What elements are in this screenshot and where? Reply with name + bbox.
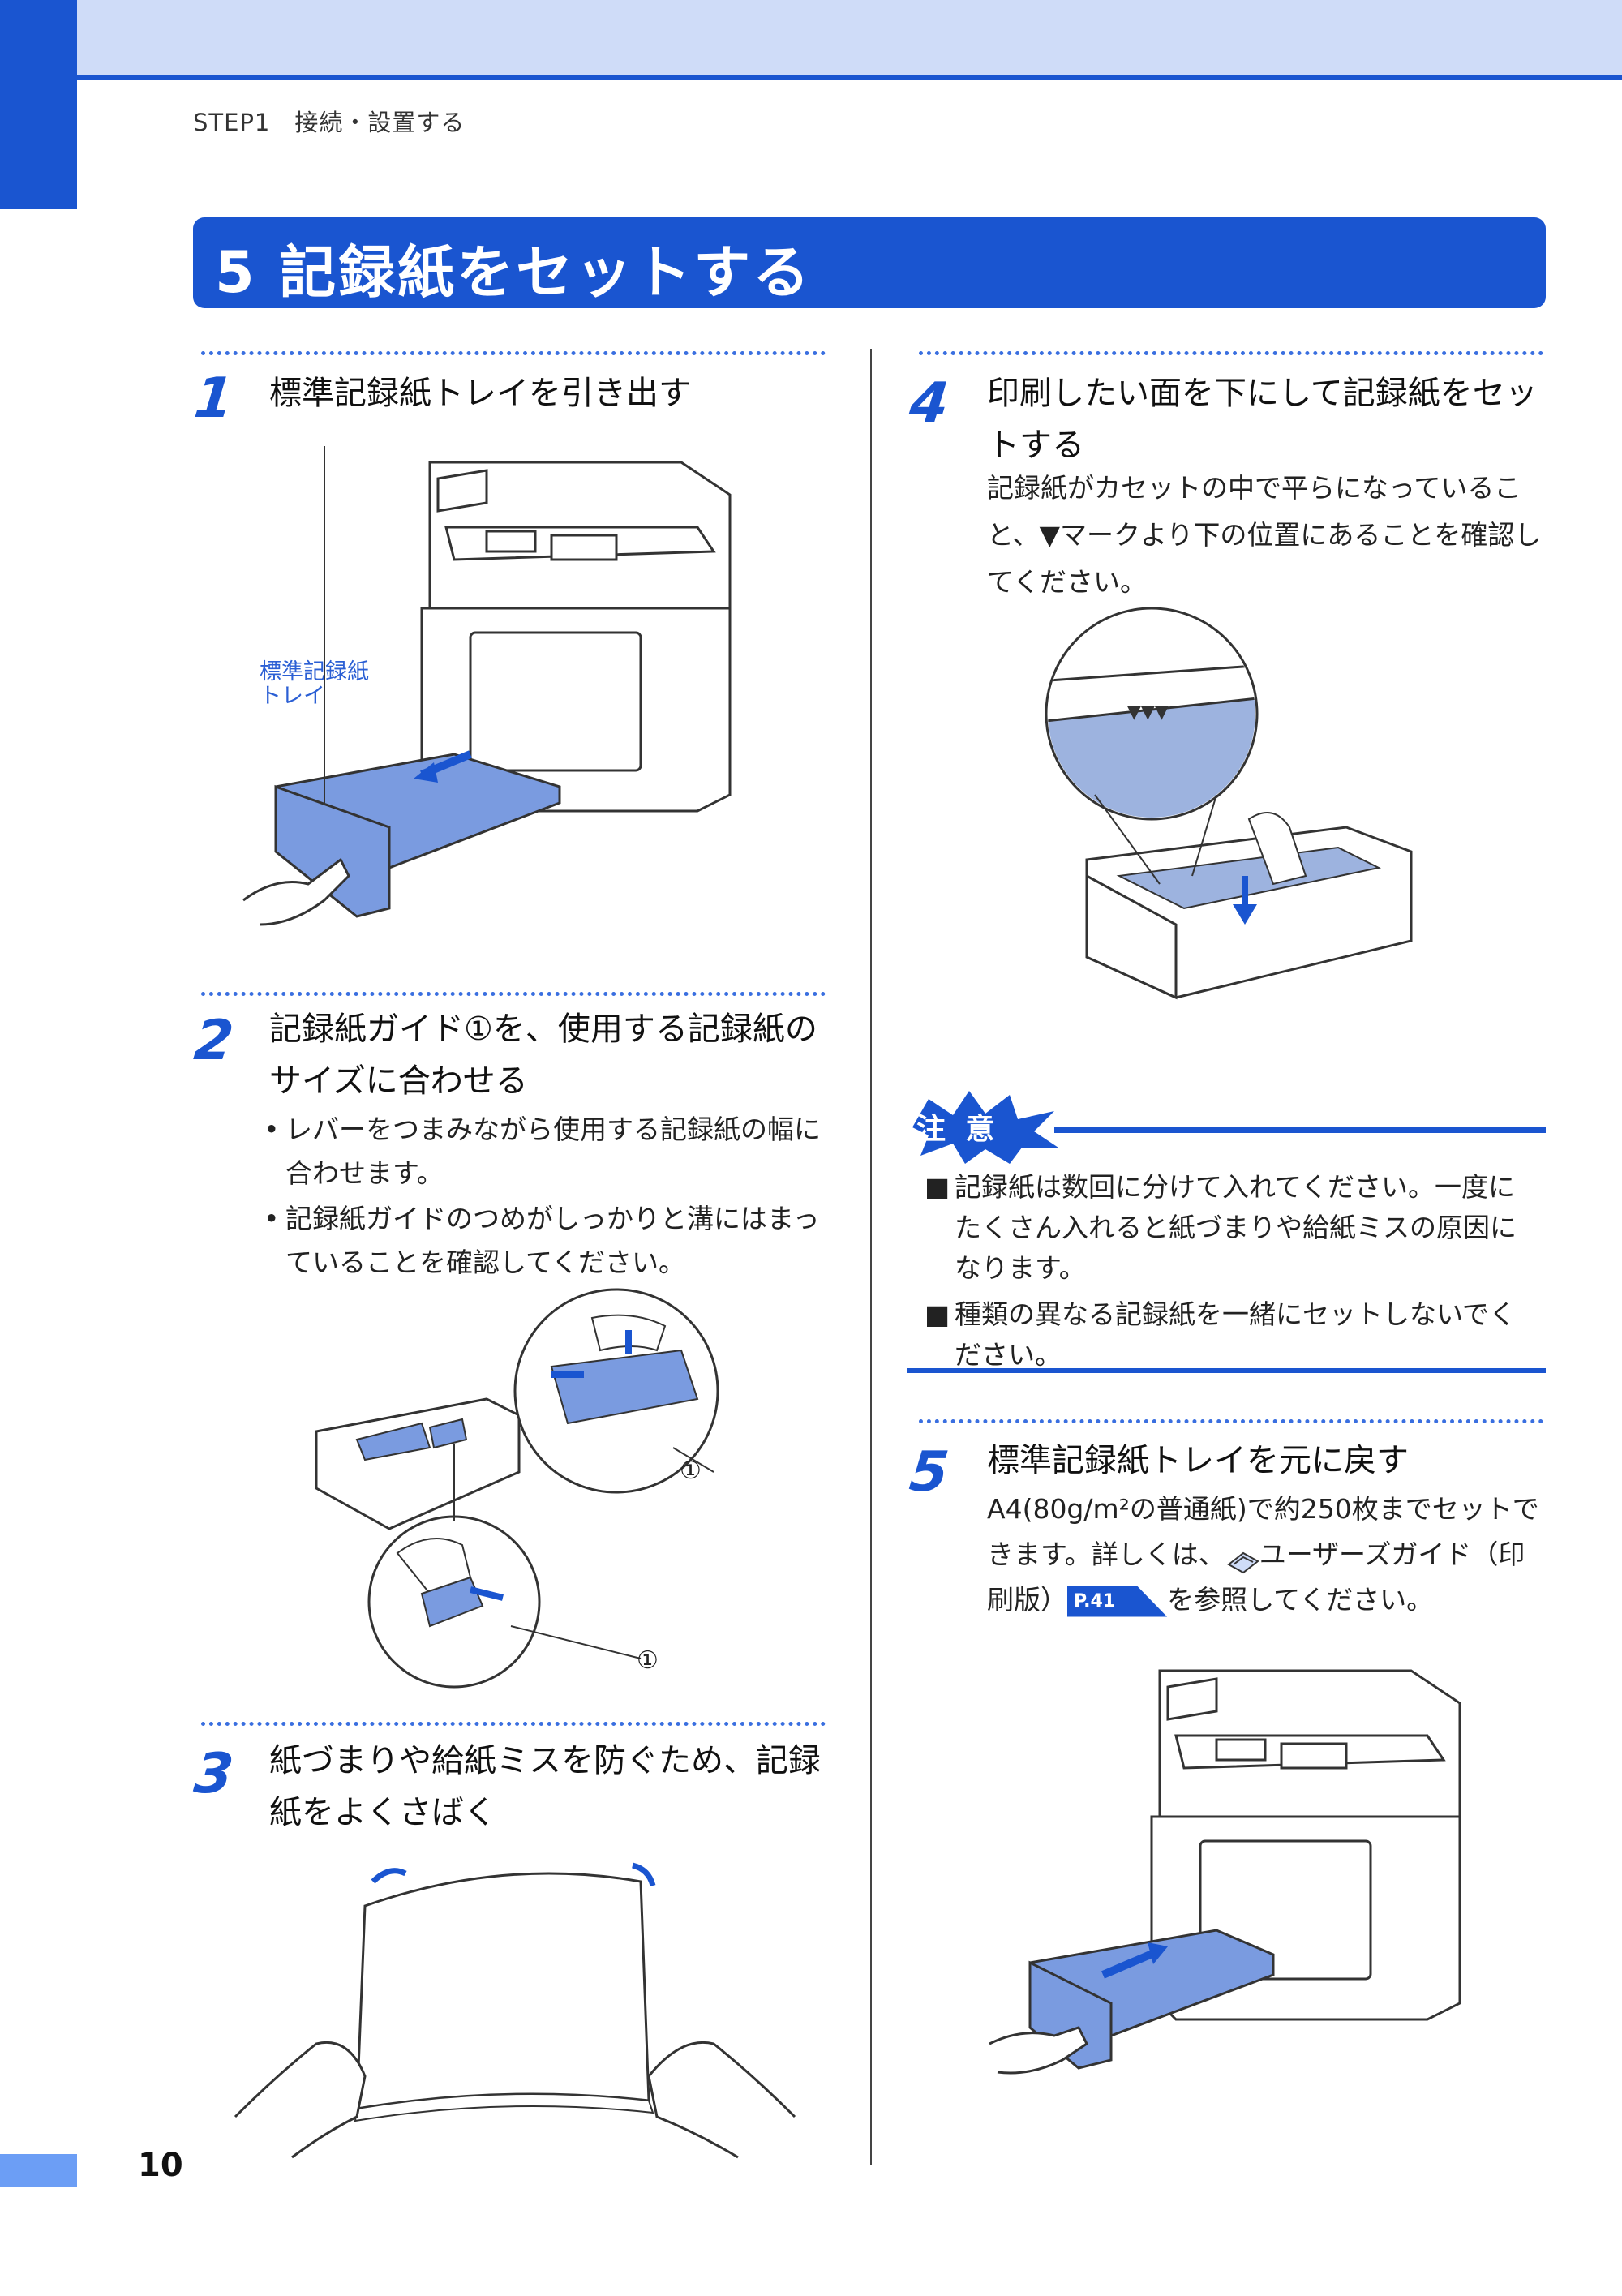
caution-item1-line1: 記録紙は数回に分けて入れてください。一度に [955,1171,1516,1203]
left-tab-marker [0,0,77,209]
step4-dotted-rule [919,351,1543,355]
fan-paper-illustration [234,1862,796,2159]
step4-body-line2: と、▼マークより下の位置にあることを確認し [987,519,1542,551]
caution-item1-line2: たくさん入れると紙づまりや給紙ミスの原因に [955,1212,1517,1243]
step5-dotted-rule [919,1419,1543,1423]
step2-dotted-rule [201,992,826,996]
caution-bottom-rule [907,1368,1546,1373]
step4-body-line3: てください。 [987,566,1148,598]
printer-tray-in-illustration [989,1669,1461,2075]
page-number: 10 [138,2147,183,2184]
user-guide-link-text: ユーザーズガイド（印 [1259,1539,1525,1570]
step1-title: 標準記録紙トレイを引き出す [269,375,691,412]
step5-body-line3b: を参照してください。 [1167,1584,1434,1616]
step3-dotted-rule [201,1722,826,1726]
caution-item2-line2: ださい。 [955,1339,1062,1371]
caution-item2-line1: 種類の異なる記録紙を一緒にセットしないでく [955,1298,1517,1330]
paper-guide-illustration [315,1288,719,1689]
tray-callout-line2: トレイ [260,684,325,709]
step1-dotted-rule [201,351,826,355]
section-title-bar [193,217,1546,308]
step2-bullet2-line1: 記録紙ガイドのつめがしっかりと溝にはまっ [285,1203,820,1234]
load-paper-illustration: ▼▼▼ [1045,607,1413,1000]
step5-body-line3a: 刷版） [987,1584,1067,1616]
caution-rule [1054,1127,1546,1133]
step4-body-line1: 記録紙がカセットの中で平らになっているこ [987,472,1521,504]
caution-item1-mark: ■ [925,1171,950,1203]
step3-title-line1: 紙づまりや給紙ミスを防ぐため、記録 [269,1742,821,1779]
step5-body-line1: A4(80g/m²の普通紙)で約250枚までセットで [987,1493,1539,1525]
page-ref-badge[interactable]: P.41 [1067,1586,1168,1617]
step3-number: 3 [191,1742,237,1806]
caution-badge-label: 注 意 [916,1113,1000,1146]
step4-title-line1: 印刷したい面を下にして記録紙をセッ [987,375,1538,412]
step4-title-line2: トする [987,427,1084,464]
step4-number: 4 [906,371,952,436]
page-number-tab [0,2154,77,2187]
step2-bullet1-line1: レバーをつまみながら使用する記録紙の幅に [285,1114,821,1145]
caution-item1-line3: なります。 [955,1252,1086,1284]
step5-body-line2: きます。詳しくは、 ユーザーズガイド（印 [987,1531,1525,1578]
step5-number: 5 [906,1440,952,1504]
step1-number: 1 [191,367,237,431]
step2-number: 2 [191,1009,237,1073]
caution-badge-burst [912,1091,1058,1164]
top-band [0,0,1622,80]
tray-callout-line1: 標準記録紙 [260,659,369,685]
caution-item2-mark: ■ [925,1298,950,1330]
guide-marker-2: ① [637,1646,659,1675]
step2-title-line1: 記録紙ガイド①を、使用する記録紙の [269,1011,817,1048]
section-title: 5 記録紙をセットする [215,239,813,306]
printer-tray-out-illustration [242,446,732,926]
step5-title: 標準記録紙トレイを元に戻す [987,1442,1409,1479]
column-divider [870,349,872,2165]
guide-marker-1: ① [680,1457,702,1485]
bullet-dot: • [264,1203,280,1234]
step2-title-line2: サイズに合わせる [269,1062,528,1100]
guide-book-icon [1225,1543,1259,1573]
step3-title-line2: 紙をよくさばく [269,1794,496,1831]
breadcrumb: STEP1 接続・設置する [193,109,466,136]
step5-body-line2-text: きます。詳しくは、 [987,1539,1225,1570]
bullet-dot: • [264,1114,280,1145]
step2-bullet1-line2: 合わせます。 [285,1157,444,1189]
step2-bullet2-line2: ていることを確認してください。 [285,1247,686,1278]
svg-text:▼▼▼: ▼▼▼ [1127,702,1169,723]
